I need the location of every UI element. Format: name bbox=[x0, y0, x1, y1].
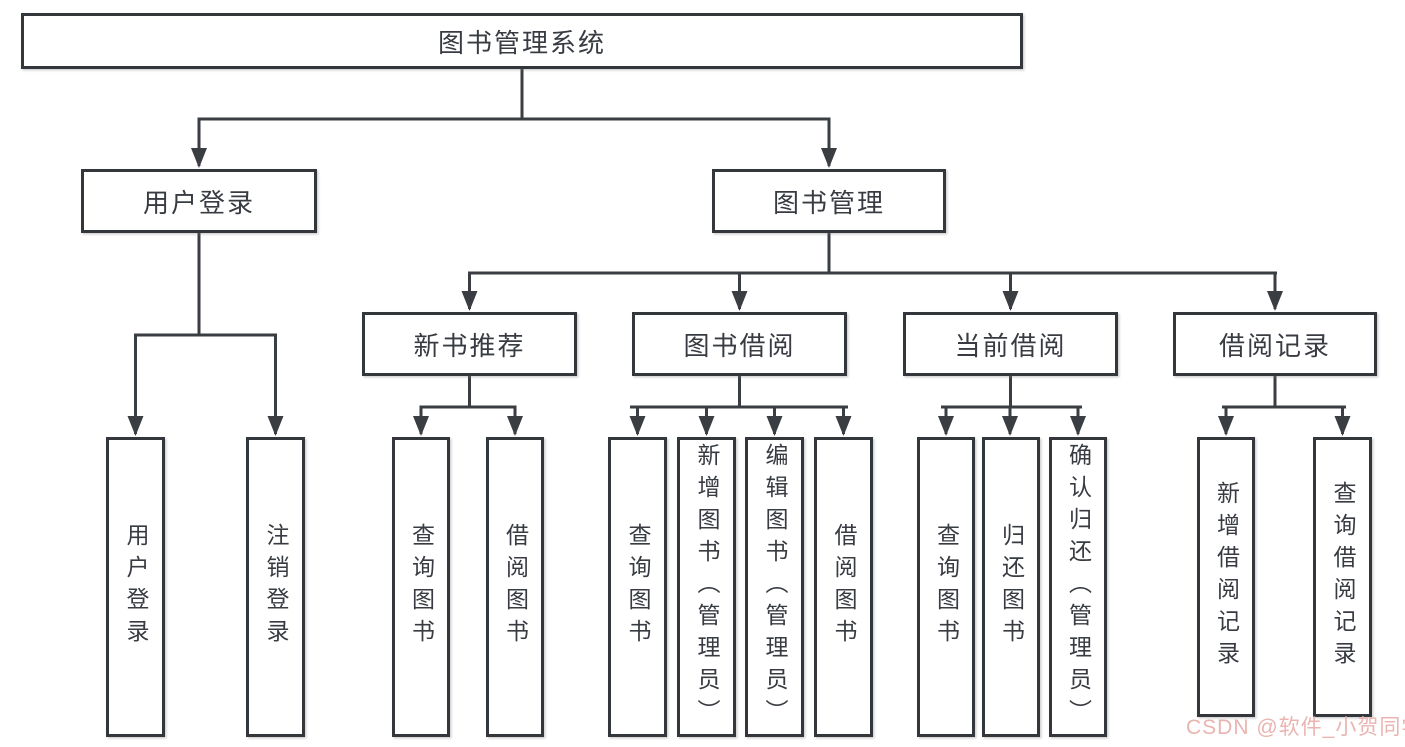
leaf-recommend-borrow-book: 借阅图书 bbox=[486, 437, 544, 737]
connector-branch4-to-leaves bbox=[1222, 376, 1346, 409]
node-label: 用户登录 bbox=[142, 187, 255, 218]
leaf-label: 查询图书 bbox=[625, 523, 651, 651]
leaf-logout: 注销登录 bbox=[246, 437, 305, 737]
connector-root-to-level1 bbox=[197, 67, 831, 121]
leaf-label: 查询图书 bbox=[933, 523, 960, 651]
node-borrow-records: 借阅记录 bbox=[1173, 312, 1377, 376]
node-label: 借阅记录 bbox=[1218, 330, 1331, 361]
leaf-label: 编辑图书（管理员） bbox=[762, 443, 788, 731]
leaf-borrow-edit-book-admin: 编辑图书（管理员） bbox=[745, 437, 804, 737]
node-book-borrow: 图书借阅 bbox=[632, 312, 847, 376]
leaf-current-return-book: 归还图书 bbox=[982, 437, 1040, 737]
node-label: 当前借阅 bbox=[954, 330, 1067, 361]
leaf-label: 借阅图书 bbox=[831, 523, 857, 651]
leaf-label: 借阅图书 bbox=[502, 523, 529, 651]
node-root-system: 图书管理系统 bbox=[21, 13, 1023, 69]
leaf-borrow-borrow-book: 借阅图书 bbox=[814, 437, 873, 737]
leaf-label: 查询借阅记录 bbox=[1330, 481, 1356, 673]
connector-login-to-leaves bbox=[134, 233, 277, 337]
leaf-label: 用户登录 bbox=[123, 523, 149, 651]
node-label: 图书管理 bbox=[772, 187, 885, 218]
leaf-label: 新增图书（管理员） bbox=[694, 443, 720, 731]
connector-branch3-to-leaves bbox=[941, 376, 1082, 409]
leaf-borrow-query-book: 查询图书 bbox=[608, 437, 667, 737]
node-label: 图书管理系统 bbox=[437, 27, 606, 58]
leaf-records-add-record: 新增借阅记录 bbox=[1197, 437, 1255, 717]
node-current-borrow: 当前借阅 bbox=[903, 312, 1118, 376]
node-book-management: 图书管理 bbox=[712, 169, 946, 233]
node-label: 新书推荐 bbox=[413, 330, 526, 361]
leaf-records-query-record: 查询借阅记录 bbox=[1313, 437, 1372, 717]
node-label: 图书借阅 bbox=[683, 330, 796, 361]
leaf-current-confirm-return-admin: 确认归还（管理员） bbox=[1049, 437, 1107, 737]
connector-branch2-to-leaves bbox=[630, 376, 848, 409]
leaf-user-login: 用户登录 bbox=[106, 437, 165, 737]
csdn-watermark: CSDN @软件_小贺同学 bbox=[1186, 716, 1405, 739]
node-user-login: 用户登录 bbox=[81, 169, 317, 233]
leaf-label: 归还图书 bbox=[998, 523, 1025, 651]
leaf-label: 查询图书 bbox=[408, 523, 435, 651]
connector-mgmt-to-branches bbox=[468, 233, 1277, 275]
leaf-current-query-book: 查询图书 bbox=[917, 437, 975, 737]
connector-branch1-to-leaves bbox=[419, 376, 517, 409]
leaf-borrow-add-book-admin: 新增图书（管理员） bbox=[677, 437, 736, 737]
leaf-label: 确认归还（管理员） bbox=[1065, 443, 1092, 731]
node-new-book-recommend: 新书推荐 bbox=[362, 312, 577, 376]
leaf-label: 注销登录 bbox=[263, 523, 289, 651]
leaf-label: 新增借阅记录 bbox=[1213, 481, 1240, 673]
leaf-recommend-query-book: 查询图书 bbox=[392, 437, 450, 737]
